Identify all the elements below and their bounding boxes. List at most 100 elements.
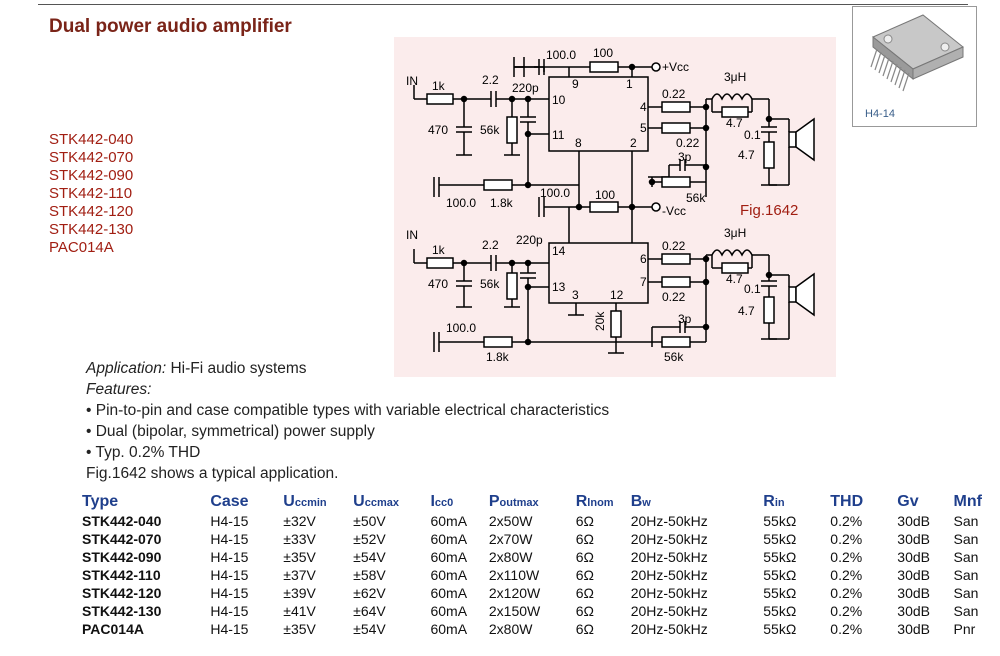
label-r100-top: 100 <box>593 46 613 60</box>
table-cell: 0.2% <box>830 603 863 619</box>
table-cell: 20Hz-50kHz <box>630 549 708 565</box>
feature-item: • Typ. 0.2% THD <box>86 444 201 461</box>
label-pin5: 5 <box>640 121 647 135</box>
label-vcc-pos: +Vcc <box>662 60 689 74</box>
application-label: Application: <box>86 360 167 377</box>
label-pin9: 9 <box>572 77 579 91</box>
model-item: STK442-090 <box>49 167 134 184</box>
label-022-a2: 0.22 <box>676 136 700 150</box>
table-cell: 30dB <box>897 585 930 601</box>
table-cell: 30dB <box>897 531 930 547</box>
table-cell: H4-15 <box>210 567 249 583</box>
column-header: Rlnom <box>575 493 614 510</box>
column-header: Uccmin <box>283 493 327 510</box>
label-pin8: 8 <box>575 136 582 150</box>
label-1k8-a: 1.8k <box>490 196 514 210</box>
label-56k-b: 56k <box>480 277 500 291</box>
model-item: STK442-110 <box>49 185 133 202</box>
model-item: PAC014A <box>49 239 114 256</box>
table-cell: ±35V <box>283 621 316 637</box>
figure-note: Fig.1642 shows a typical application. <box>86 465 339 482</box>
table-cell: 6Ω <box>575 603 594 619</box>
label-3p-a: 3p <box>678 150 692 164</box>
table-cell: 6Ω <box>575 567 594 583</box>
table-cell: San <box>953 585 979 601</box>
label-in-b: IN <box>406 228 418 242</box>
resistor-022-a2 <box>661 122 691 134</box>
table-cell: 2x120W <box>488 585 541 601</box>
table-cell: San <box>953 513 979 529</box>
label-220p-b: 220p <box>516 233 543 247</box>
table-cell: 2x80W <box>488 621 533 637</box>
header-rule <box>38 4 968 5</box>
model-item: STK442-040 <box>49 131 134 148</box>
table-cell: PAC014A <box>82 621 144 637</box>
label-pin12: 12 <box>610 288 624 302</box>
ic-body-a <box>548 76 649 152</box>
resistor-100-mid <box>589 201 619 213</box>
table-cell: H4-15 <box>210 621 249 637</box>
label-pin10: 10 <box>552 93 566 107</box>
resistor-1k-b <box>426 257 454 269</box>
label-c100-mid-l: 100.0 <box>446 196 476 210</box>
resistor-1k8-a <box>483 179 513 191</box>
table-cell: San <box>953 549 979 565</box>
schematic-diagram: IN 1k 2.2 220p 470 56k 100.0 100 +Vcc 9 … <box>394 37 836 377</box>
column-header: Poutmax <box>488 493 539 510</box>
table-cell: 0.2% <box>830 513 863 529</box>
table-cell: STK442-120 <box>82 585 162 601</box>
description: Application: Hi-Fi audio systems Feature… <box>86 358 609 484</box>
table-cell: STK442-070 <box>82 531 162 547</box>
table-cell: 55kΩ <box>763 567 797 583</box>
table-cell: H4-15 <box>210 549 249 565</box>
resistor-1k8-b <box>483 336 513 348</box>
table-cell: STK442-110 <box>82 567 161 583</box>
table-cell: ±50V <box>353 513 386 529</box>
terminal-vcc-neg <box>651 202 661 212</box>
column-header: Bw <box>630 493 651 510</box>
table-cell: 20Hz-50kHz <box>630 621 708 637</box>
column-header: THD <box>830 493 864 510</box>
table-cell: ±39V <box>283 585 316 601</box>
label-470-a: 470 <box>428 123 448 137</box>
resistor-1k-a <box>426 93 454 105</box>
resistor-022-b1 <box>661 253 691 265</box>
label-47-b1: 4.7 <box>726 272 743 286</box>
table-cell: 20Hz-50kHz <box>630 603 708 619</box>
table-cell: 0.2% <box>830 531 863 547</box>
label-56k-fb-b: 56k <box>664 350 684 364</box>
table-cell: ±35V <box>283 549 316 565</box>
table-cell: 20Hz-50kHz <box>630 531 708 547</box>
table-cell: ±64V <box>353 603 386 619</box>
table-cell: STK442-130 <box>82 603 162 619</box>
table-cell: 60mA <box>430 621 468 637</box>
table-cell: 6Ω <box>575 585 594 601</box>
table-cell: ±54V <box>353 549 386 565</box>
table-cell: 60mA <box>430 585 468 601</box>
table-cell: ±58V <box>353 567 386 583</box>
page-title: Dual power audio amplifier <box>49 16 292 37</box>
label-01-b: 0.1 <box>744 282 761 296</box>
label-1k-a: 1k <box>432 79 446 93</box>
table-cell: San <box>953 567 979 583</box>
column-header: Case <box>210 493 249 510</box>
package-label: H4-14 <box>865 108 895 120</box>
table-cell: 30dB <box>897 621 930 637</box>
application-line: Application: Hi-Fi audio systems <box>86 358 609 379</box>
table-cell: 55kΩ <box>763 585 797 601</box>
label-pin13: 13 <box>552 280 566 294</box>
table-cell: 60mA <box>430 513 468 529</box>
table-cell: 60mA <box>430 549 468 565</box>
label-20k: 20k <box>593 311 607 331</box>
table-cell: H4-15 <box>210 531 249 547</box>
table-cell: 2x70W <box>488 531 533 547</box>
label-c100-mid-c: 100.0 <box>540 186 570 200</box>
table-cell: 6Ω <box>575 621 594 637</box>
